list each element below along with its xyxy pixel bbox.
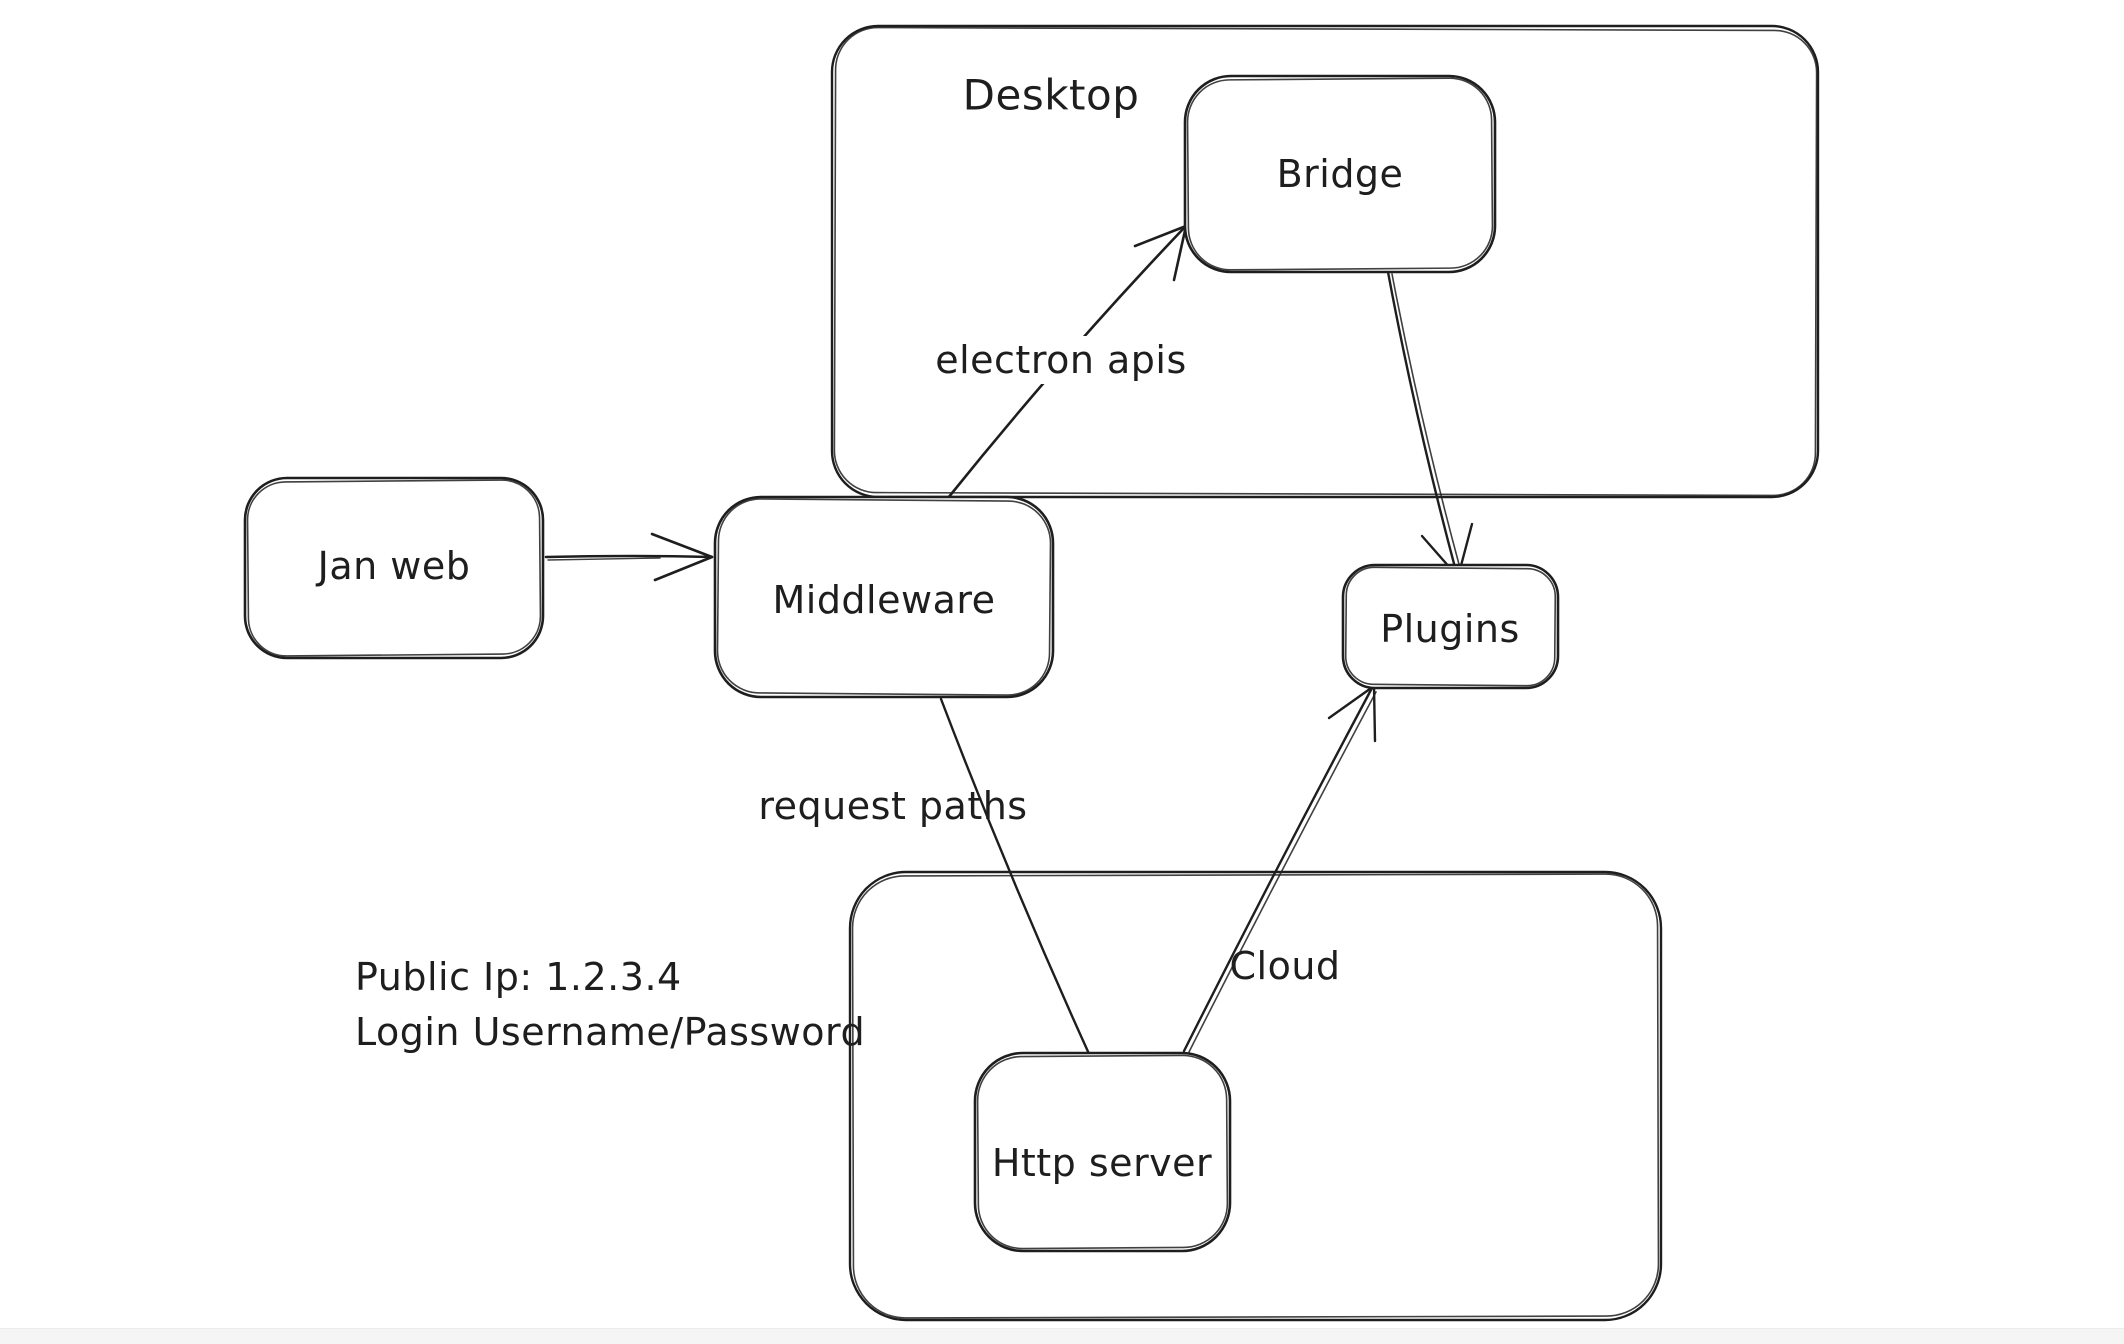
- cloud-container-box[interactable]: [848, 870, 1663, 1322]
- jan-web-node-box[interactable]: [243, 476, 545, 660]
- request-paths-edge-label[interactable]: request paths: [758, 784, 1028, 828]
- electron-apis-edge-label[interactable]: electron apis: [927, 336, 1195, 384]
- arrowhead-into-middleware: [650, 532, 714, 582]
- bridge-node-label[interactable]: Bridge: [1276, 152, 1404, 196]
- plugins-node-box[interactable]: [1341, 563, 1560, 690]
- middleware-node-label[interactable]: Middleware: [772, 578, 996, 622]
- middleware-node-box[interactable]: [713, 495, 1055, 699]
- plugins-node-label[interactable]: Plugins: [1380, 607, 1520, 651]
- public-ip-annotation[interactable]: Public Ip: 1.2.3.4 Login Username/Passwo…: [355, 950, 865, 1060]
- desktop-container-box[interactable]: [830, 24, 1820, 499]
- public-ip-line: Public Ip: 1.2.3.4: [355, 955, 682, 999]
- canvas-bottom-strip: [0, 1328, 2124, 1344]
- cloud-container-label[interactable]: Cloud: [1229, 944, 1341, 988]
- jan-web-node-label[interactable]: Jan web: [317, 544, 471, 588]
- desktop-container-label[interactable]: Desktop: [962, 70, 1140, 120]
- edge-http-server-to-plugins[interactable]: [1182, 684, 1377, 1053]
- http-server-node-box[interactable]: [973, 1051, 1232, 1253]
- login-credentials-line: Login Username/Password: [355, 1010, 866, 1054]
- bridge-node-box[interactable]: [1183, 74, 1497, 274]
- edge-middleware-to-http-server[interactable]: [939, 697, 1092, 1058]
- edge-jan-web-to-middleware[interactable]: [544, 532, 714, 582]
- edge-bridge-to-plugins[interactable]: [1386, 270, 1474, 579]
- http-server-node-label[interactable]: Http server: [991, 1141, 1213, 1185]
